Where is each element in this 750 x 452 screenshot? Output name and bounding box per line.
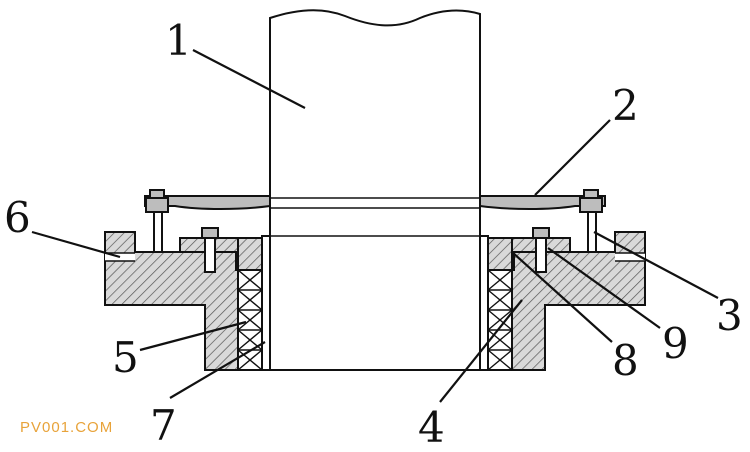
- leader-9: [547, 247, 661, 329]
- callout-8: 8: [612, 336, 639, 385]
- diaphragm-plate: [144, 195, 606, 210]
- leader-1: [192, 49, 306, 109]
- inner-bolt-right: [532, 227, 550, 273]
- gasket-right: [615, 252, 645, 262]
- leader-6: [31, 230, 121, 259]
- callout-4: 4: [418, 403, 445, 452]
- callout-6: 6: [4, 193, 31, 242]
- outer-bolt-left: [145, 189, 169, 273]
- outer-bolt-right: [579, 189, 603, 273]
- leader-3: [593, 231, 719, 299]
- callout-3: 3: [716, 291, 743, 340]
- callout-5: 5: [112, 333, 139, 382]
- leader-8: [511, 251, 613, 343]
- pipe-shaft: [269, 9, 481, 371]
- callout-7: 7: [150, 401, 177, 450]
- sleeve-right: [479, 235, 489, 371]
- sleeve-left: [261, 235, 271, 371]
- callouts: 1 2 3 4 5 6 7 8 9: [4, 16, 743, 452]
- inner-bolt-left: [201, 227, 219, 273]
- leader-7: [169, 341, 266, 399]
- callout-9: 9: [662, 319, 689, 368]
- callout-2: 2: [612, 81, 639, 130]
- leader-4: [439, 299, 523, 403]
- gland-ring-left: [179, 237, 263, 271]
- watermark-text: PV001.COM: [20, 419, 113, 436]
- packing-left: [237, 269, 263, 371]
- packing-right: [487, 269, 513, 371]
- leader-5: [139, 320, 247, 352]
- callout-1: 1: [165, 16, 192, 65]
- leader-lines: [31, 49, 719, 403]
- leader-2: [534, 119, 611, 196]
